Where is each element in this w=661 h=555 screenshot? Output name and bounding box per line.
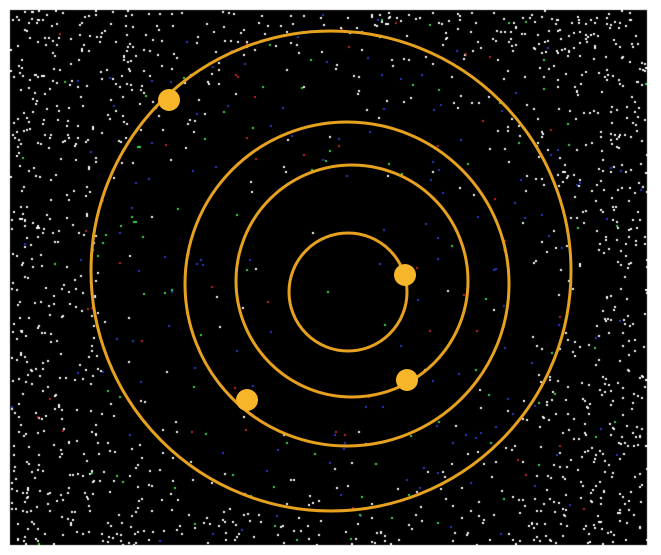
planet-outer: [158, 89, 180, 111]
planet-second: [396, 369, 418, 391]
planet-inner: [394, 264, 416, 286]
orbit-outer: [89, 29, 573, 513]
orbit-third: [183, 120, 511, 448]
orbit-inner: [287, 231, 409, 353]
orbit-second: [234, 163, 470, 399]
planet-third: [236, 389, 258, 411]
